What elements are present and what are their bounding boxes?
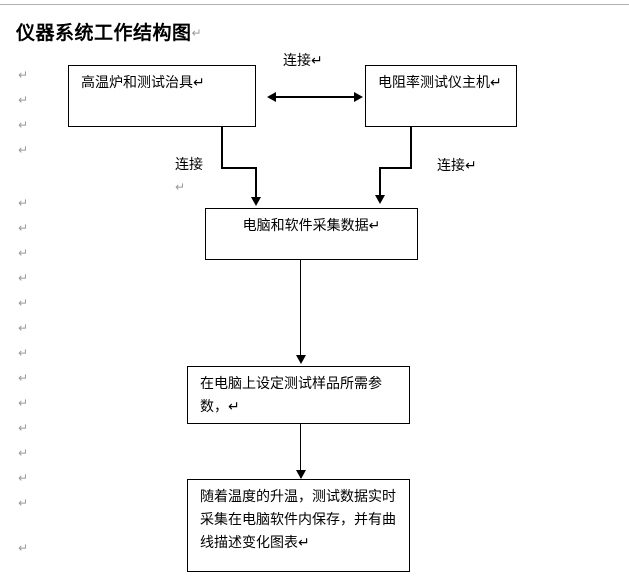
box-pc-software-acquisition-text: 电脑和软件采集数据↵ (242, 218, 381, 234)
connector-box1-box3-segment-2 (221, 167, 257, 169)
margin-paragraph-mark-icon: ↵ (18, 296, 29, 310)
box-furnace-fixture-text: 高温炉和测试治具↵ (81, 75, 205, 91)
margin-paragraph-mark-icon: ↵ (18, 471, 29, 485)
margin-paragraph-mark-icon: ↵ (18, 371, 29, 385)
box-realtime-record[interactable]: 随着温度的升温，测试数据实时 采集在电脑软件内保存，并有曲 线描述变化图表↵ (187, 479, 410, 572)
margin-paragraph-mark-icon: ↵ (18, 446, 29, 460)
connector-box2-box3-segment-2 (379, 167, 412, 169)
page-title: 仪器系统工作结构图↵ (16, 18, 202, 45)
connector-box4-box5 (300, 424, 301, 478)
connector-label-left-paragraph-mark: ↵ (175, 180, 186, 194)
margin-paragraph-mark-icon: ↵ (18, 321, 29, 335)
box-furnace-fixture[interactable]: 高温炉和测试治具↵ (68, 65, 256, 127)
connector-box2-box3-segment-3 (379, 167, 381, 198)
paragraph-mark-icon: ↵ (191, 26, 202, 40)
connector-label-right: 连接↵ (437, 158, 477, 174)
arrow-head-right-icon (354, 92, 363, 102)
connector-box1-box2 (274, 96, 356, 98)
box-set-parameters-text: 在电脑上设定测试样品所需参 数，↵ (200, 376, 382, 415)
connector-label-top: 连接↵ (283, 53, 323, 69)
arrow-head-down-box4-icon (296, 355, 306, 364)
box-resistivity-tester-host-text: 电阻率测试仪主机↵ (378, 75, 502, 91)
arrow-head-down-box5-icon (296, 470, 306, 479)
margin-paragraph-mark-icon: ↵ (18, 346, 29, 360)
connector-box3-box4 (300, 260, 301, 358)
margin-paragraph-mark-icon: ↵ (18, 541, 29, 555)
connector-box1-box3-segment-3 (255, 167, 257, 200)
margin-paragraph-mark-icon: ↵ (18, 118, 29, 132)
margin-paragraph-mark-icon: ↵ (18, 246, 29, 260)
margin-paragraph-mark-icon: ↵ (18, 271, 29, 285)
page-title-text: 仪器系统工作结构图 (16, 22, 192, 44)
connector-label-left: 连接 (175, 157, 203, 173)
margin-paragraph-mark-icon: ↵ (18, 196, 29, 210)
box-realtime-record-text: 随着温度的升温，测试数据实时 采集在电脑软件内保存，并有曲 线描述变化图表↵ (200, 489, 396, 551)
box-resistivity-tester-host[interactable]: 电阻率测试仪主机↵ (365, 65, 517, 127)
margin-paragraph-mark-icon: ↵ (18, 421, 29, 435)
box-set-parameters[interactable]: 在电脑上设定测试样品所需参 数，↵ (187, 366, 410, 424)
arrow-head-left-icon (267, 92, 276, 102)
arrow-head-down-box3-right-icon (375, 195, 385, 204)
connector-box1-box3-segment-1 (221, 127, 223, 169)
box-pc-software-acquisition[interactable]: 电脑和软件采集数据↵ (205, 208, 418, 260)
margin-paragraph-mark-icon: ↵ (18, 221, 29, 235)
margin-paragraph-mark-icon: ↵ (18, 143, 29, 157)
connector-box2-box3-segment-1 (410, 127, 412, 169)
margin-paragraph-mark-icon: ↵ (18, 396, 29, 410)
page-top-rule (0, 4, 629, 5)
margin-paragraph-mark-icon: ↵ (18, 496, 29, 510)
margin-paragraph-mark-icon: ↵ (18, 68, 29, 82)
margin-paragraph-mark-icon: ↵ (18, 93, 29, 107)
arrow-head-down-box3-left-icon (251, 197, 261, 206)
